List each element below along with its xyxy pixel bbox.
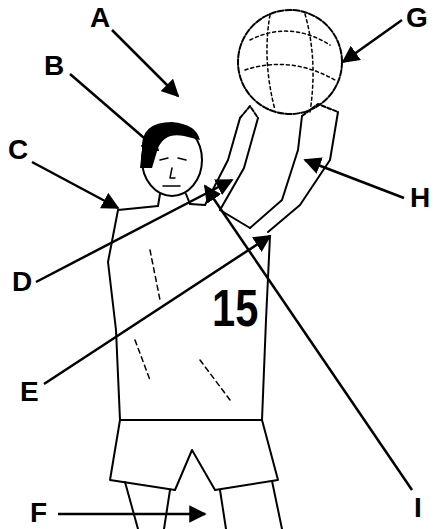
callout-letter: F xyxy=(30,499,47,527)
leader-line xyxy=(112,30,178,96)
jersey-number: 15 xyxy=(212,282,258,334)
hair xyxy=(140,122,200,168)
leader-line xyxy=(36,180,232,282)
callout-letter: E xyxy=(20,378,39,406)
leader-lines xyxy=(32,20,412,514)
callout-letter: H xyxy=(410,184,430,212)
leader-line xyxy=(205,186,412,490)
callout-letter: C xyxy=(8,136,28,164)
leader-line xyxy=(32,162,118,208)
player-drawing xyxy=(108,10,342,529)
leader-line xyxy=(70,74,158,150)
leader-line xyxy=(44,236,270,384)
leader-line xyxy=(343,20,402,62)
leader-line xyxy=(58,513,205,516)
callout-letter: B xyxy=(44,52,64,80)
callout-letter: A xyxy=(90,4,110,32)
callout-letter: D xyxy=(12,268,32,296)
callout-letter: I xyxy=(414,494,422,522)
leader-line xyxy=(305,160,404,198)
callout-letter: G xyxy=(406,4,428,32)
